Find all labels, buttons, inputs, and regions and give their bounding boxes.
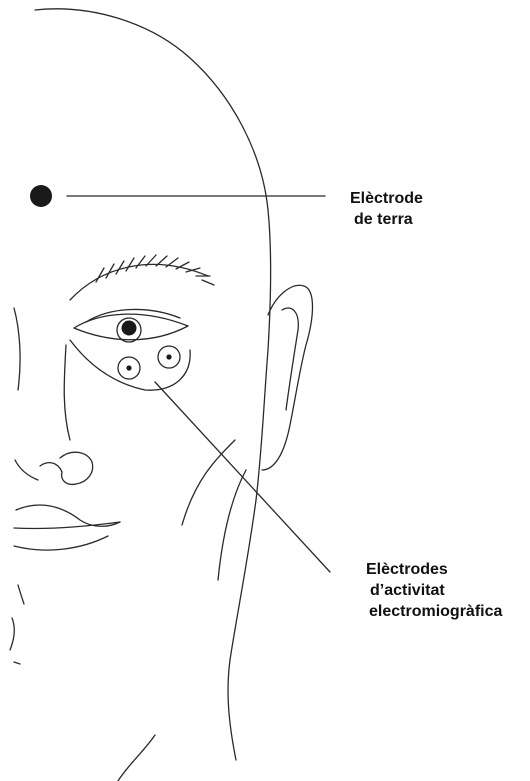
face-edge-left [14, 308, 20, 390]
head-outline [35, 9, 271, 760]
cheek-line [182, 440, 235, 525]
emg-electrode-dot-right [166, 354, 171, 359]
chin-mark-3 [14, 662, 20, 664]
jaw-line [218, 470, 246, 580]
ground-electrode-label-line-2: de terra [350, 209, 423, 230]
emg-leader-line [155, 382, 330, 572]
eye-crease [86, 309, 180, 322]
ground-electrode-label-line-1: Elèctrode [350, 188, 423, 209]
ground-electrode-label: Elèctrode de terra [350, 188, 423, 230]
chin-mark-2 [10, 618, 14, 650]
nostril [40, 463, 62, 472]
mouth-line [14, 522, 120, 529]
emg-electrodes-label-line-3: electromiogràfica [366, 601, 502, 622]
neck-line [118, 735, 155, 781]
nose-tip [60, 452, 93, 484]
emg-electrodes-label-line-2: d’activitat [366, 580, 502, 601]
lower-lip [14, 536, 108, 550]
nose-bridge [64, 345, 70, 440]
under-eye-contour [70, 340, 190, 390]
emg-electrodes-label: Elèctrodes d’activitat electromiogràfica [366, 559, 502, 622]
chin-mark-1 [18, 585, 24, 604]
nose-side-left [15, 460, 38, 480]
emg-electrodes-label-line-1: Elèctrodes [366, 559, 502, 580]
eyebrow-outline [70, 264, 208, 300]
emg-electrode-eye [122, 321, 137, 336]
eyebrow-hairs [96, 255, 214, 285]
emg-electrode-dot-left [126, 365, 131, 370]
ground-electrode [30, 185, 52, 207]
upper-lip [16, 505, 120, 526]
